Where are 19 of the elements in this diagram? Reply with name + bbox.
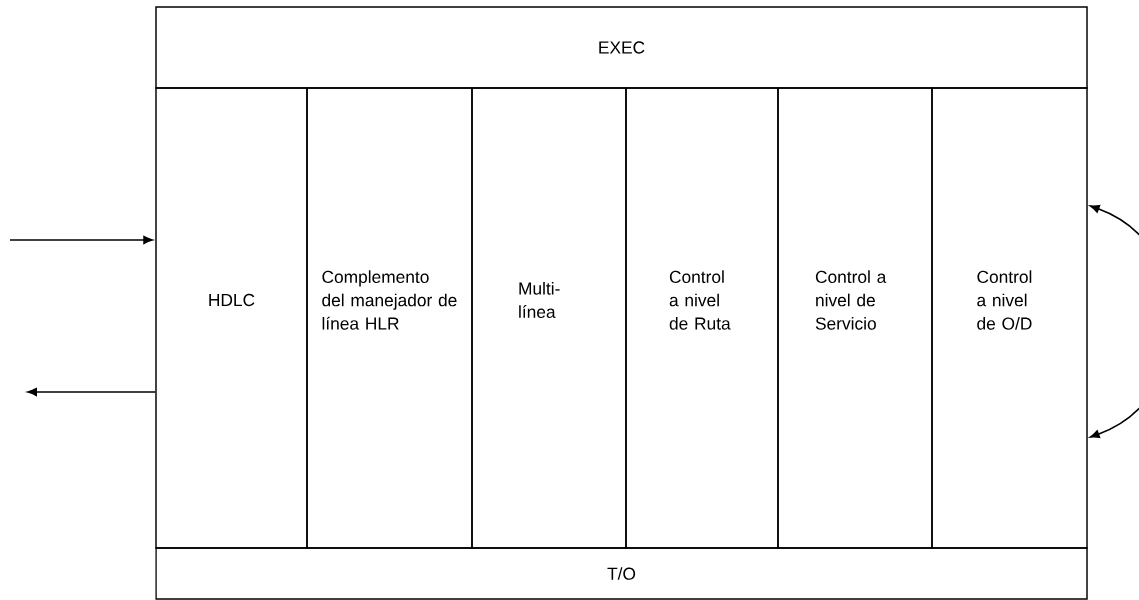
layer-label: Multi-línea bbox=[519, 281, 560, 319]
layer-label: Control a nivel de Servicio bbox=[815, 270, 887, 330]
layer-box bbox=[931, 87, 1088, 549]
layer-box bbox=[155, 547, 1088, 600]
layer-label: EXEC bbox=[599, 41, 645, 54]
arrow bbox=[9, 235, 153, 245]
arrow bbox=[27, 387, 157, 397]
layer-box bbox=[155, 87, 308, 549]
layer-label: Complemento del manejador de línea HLR bbox=[322, 270, 457, 330]
layer-box bbox=[155, 6, 1088, 89]
arrow bbox=[1089, 205, 1139, 439]
layer-box bbox=[777, 87, 933, 549]
layer-label: HDLC bbox=[209, 293, 255, 307]
layer-label: Control a nivel de Ruta bbox=[669, 270, 731, 330]
layer-box bbox=[625, 87, 779, 549]
layer-box bbox=[306, 87, 473, 549]
layer-label: T/O bbox=[607, 567, 636, 580]
layer-box bbox=[471, 87, 627, 549]
layer-label: Control a nivel de O/D bbox=[977, 270, 1032, 330]
